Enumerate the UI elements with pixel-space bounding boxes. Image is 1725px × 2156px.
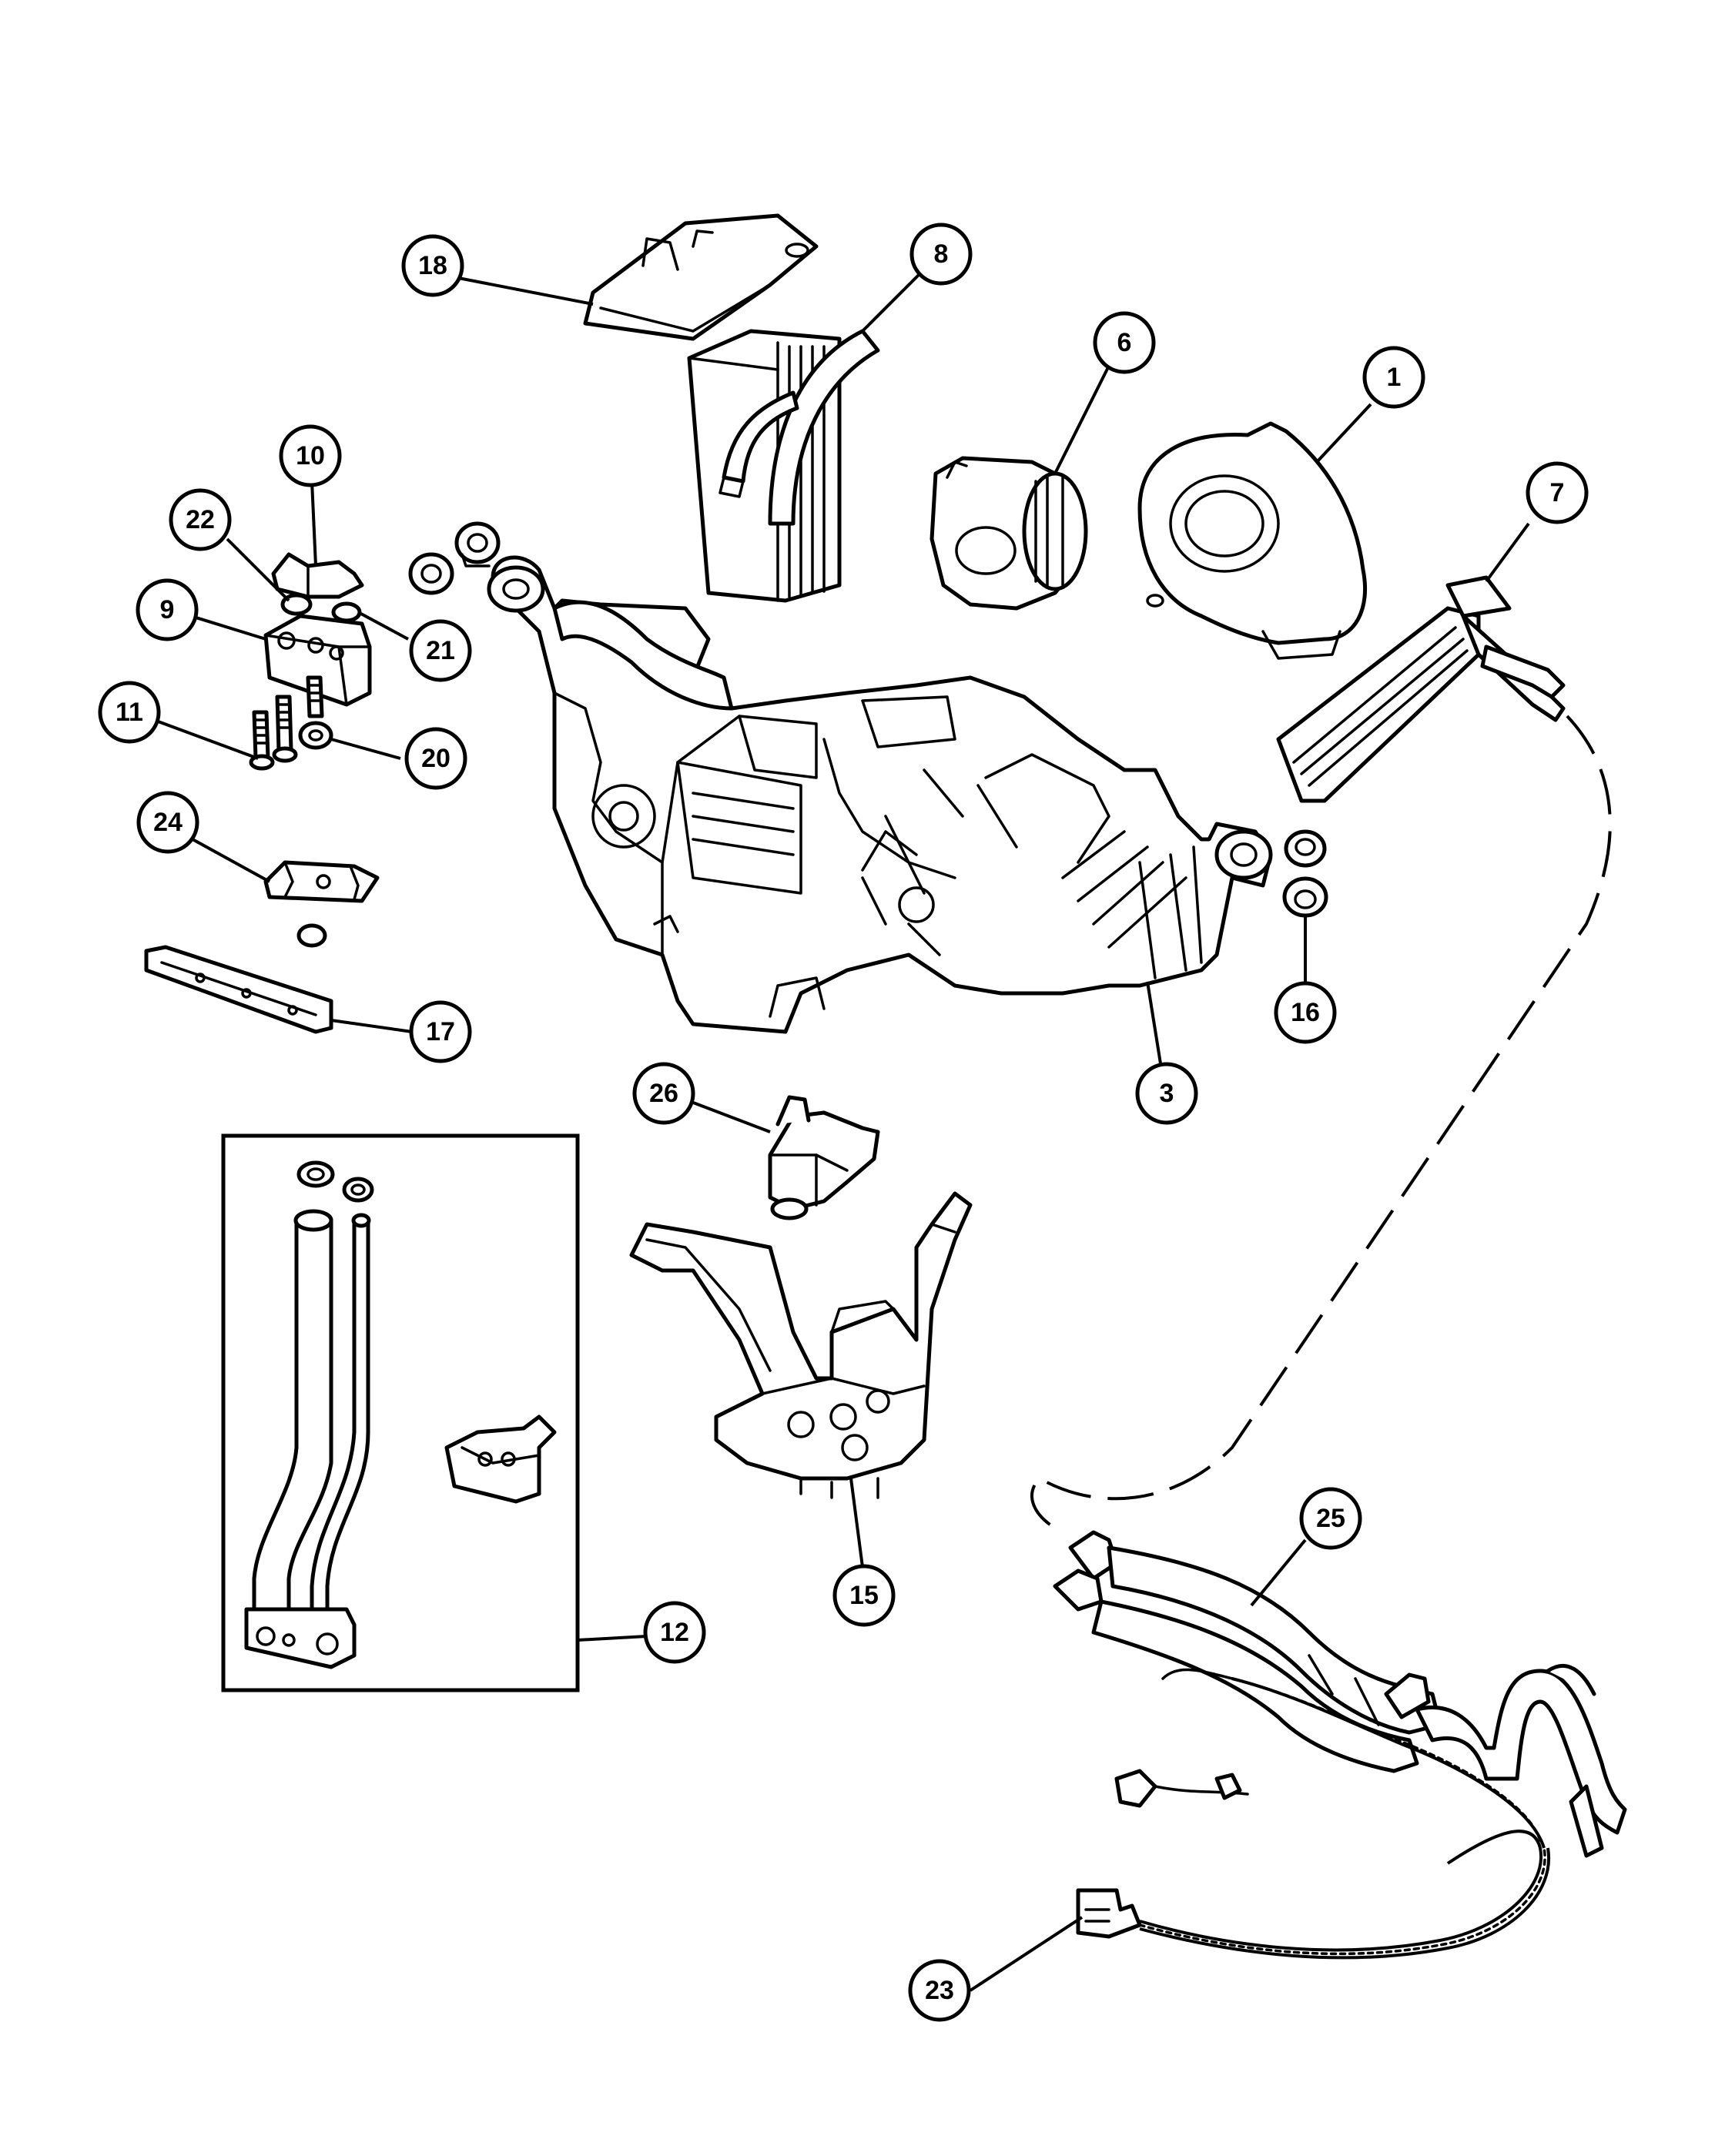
part-6-blower-motor bbox=[929, 456, 1088, 611]
callout-label-12: 12 bbox=[660, 1618, 689, 1647]
leader-10 bbox=[310, 480, 317, 567]
part-16-grommets bbox=[1282, 829, 1328, 918]
callout-24: 24 bbox=[136, 791, 199, 854]
dashed-leader-7-25 bbox=[1030, 715, 1612, 1534]
part-10-plate bbox=[271, 552, 364, 599]
callout-label-6: 6 bbox=[1117, 328, 1132, 357]
part-3-hvac-housing bbox=[487, 555, 1273, 1034]
part-7-heater-core bbox=[1276, 575, 1566, 803]
callout-15: 15 bbox=[832, 1564, 896, 1627]
callout-label-3: 3 bbox=[1160, 1079, 1174, 1108]
callout-22: 22 bbox=[169, 488, 232, 551]
leader-22 bbox=[226, 537, 290, 602]
part-20-nut bbox=[298, 721, 333, 750]
leader-20 bbox=[330, 738, 401, 760]
callout-26: 26 bbox=[632, 1062, 695, 1125]
part-11-bolts bbox=[249, 675, 324, 771]
part-12-kit-box bbox=[221, 1133, 580, 1692]
leader-21 bbox=[357, 611, 409, 641]
part-1-blower-housing bbox=[1137, 421, 1368, 660]
callout-7: 7 bbox=[1526, 461, 1589, 524]
callout-9: 9 bbox=[136, 578, 199, 641]
callout-18: 18 bbox=[401, 234, 464, 297]
callout-label-17: 17 bbox=[426, 1017, 455, 1046]
callout-label-26: 26 bbox=[649, 1079, 678, 1108]
callout-17: 17 bbox=[409, 1000, 472, 1063]
callout-label-16: 16 bbox=[1291, 998, 1320, 1027]
leader-lines bbox=[153, 272, 1530, 1992]
part-18-cover bbox=[583, 213, 819, 341]
leader-12 bbox=[577, 1635, 648, 1642]
part-8-evaporator bbox=[687, 329, 880, 603]
callout-20: 20 bbox=[404, 727, 467, 790]
leader-17 bbox=[330, 1019, 413, 1033]
callout-label-20: 20 bbox=[421, 744, 451, 773]
callout-label-7: 7 bbox=[1550, 478, 1565, 507]
leader-23 bbox=[969, 1916, 1084, 1992]
part-15-support-bracket bbox=[629, 1191, 973, 1499]
callout-8: 8 bbox=[909, 223, 973, 286]
part-12-line-set bbox=[244, 1160, 557, 1669]
callout-label-11: 11 bbox=[116, 698, 143, 727]
callout-label-9: 9 bbox=[160, 595, 175, 624]
callout-3: 3 bbox=[1135, 1062, 1198, 1125]
callout-label-1: 1 bbox=[1387, 363, 1402, 392]
callout-label-10: 10 bbox=[296, 441, 325, 470]
leader-1 bbox=[1315, 403, 1372, 464]
callout-label-25: 25 bbox=[1316, 1504, 1345, 1533]
leader-25 bbox=[1250, 1538, 1307, 1607]
callout-11: 11 bbox=[98, 681, 161, 744]
callout-10: 10 bbox=[279, 424, 342, 487]
callout-21: 21 bbox=[409, 619, 472, 682]
leader-18 bbox=[454, 276, 594, 306]
part-24-bracket bbox=[263, 860, 380, 948]
part-9-valve-block bbox=[263, 614, 372, 707]
part-21-washer bbox=[331, 601, 362, 623]
part-26-actuator bbox=[768, 1095, 880, 1220]
callout-25: 25 bbox=[1299, 1487, 1362, 1550]
callout-label-24: 24 bbox=[153, 808, 183, 837]
callout-label-23: 23 bbox=[925, 1976, 954, 2005]
part-23-wiring-harness bbox=[1076, 1668, 1551, 1960]
leader-26 bbox=[688, 1100, 771, 1133]
leader-11 bbox=[153, 718, 259, 760]
leader-6 bbox=[1053, 365, 1110, 474]
leader-24 bbox=[192, 838, 270, 883]
leader-3 bbox=[1146, 981, 1164, 1079]
callout-16: 16 bbox=[1274, 981, 1337, 1044]
callout-23: 23 bbox=[908, 1959, 971, 2022]
callout-label-8: 8 bbox=[934, 239, 949, 269]
part-17-seal bbox=[144, 945, 333, 1034]
callout-label-21: 21 bbox=[426, 636, 455, 665]
leader-9 bbox=[190, 614, 266, 641]
callout-1: 1 bbox=[1362, 346, 1425, 409]
callout-label-15: 15 bbox=[849, 1581, 879, 1610]
callout-label-18: 18 bbox=[418, 251, 447, 280]
callout-label-22: 22 bbox=[186, 505, 215, 534]
grommets-upper bbox=[408, 521, 501, 595]
leader-15 bbox=[849, 1478, 864, 1568]
callout-6: 6 bbox=[1093, 311, 1156, 374]
leader-7 bbox=[1485, 522, 1530, 583]
callout-12: 12 bbox=[643, 1601, 706, 1664]
leader-8 bbox=[861, 272, 922, 333]
